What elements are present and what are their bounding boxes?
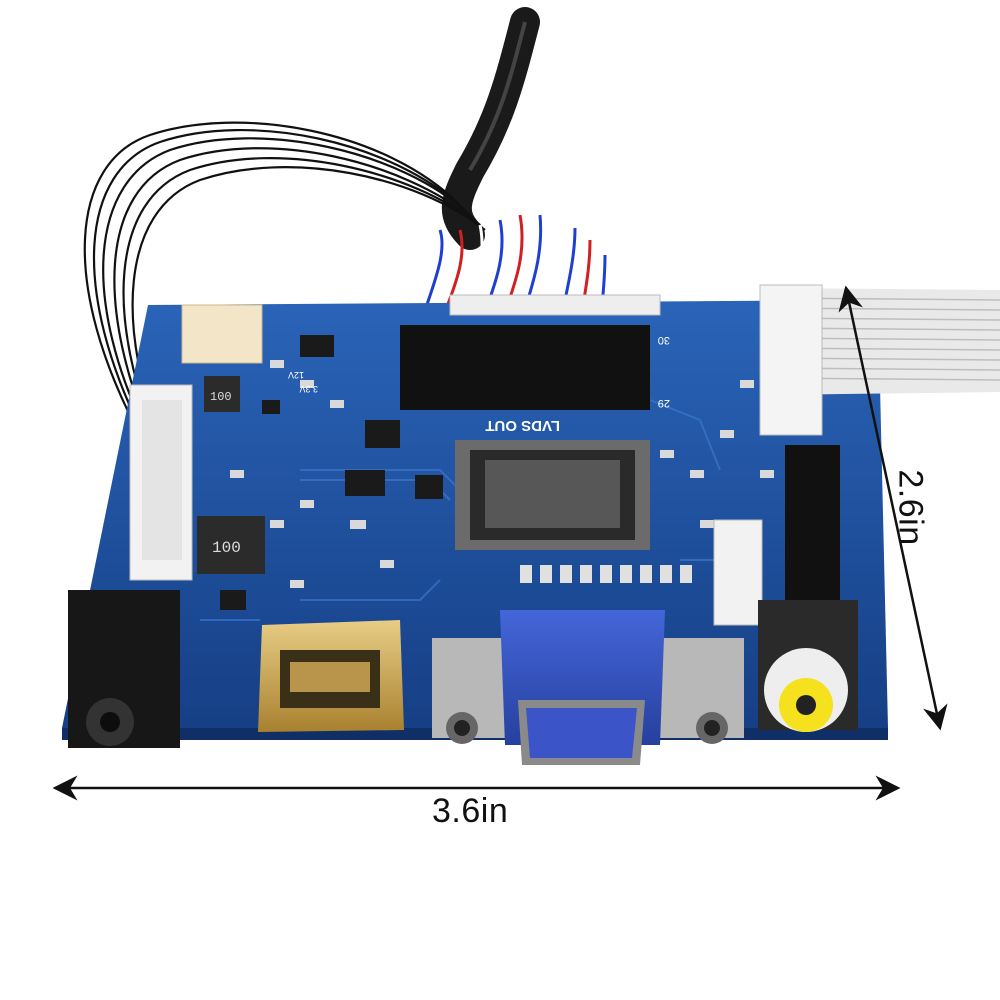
height-label: 2.6in — [891, 469, 930, 546]
vga-port — [432, 610, 744, 765]
voltage-33v: 3.3V — [299, 384, 318, 394]
width-label: 3.6in — [432, 792, 509, 830]
inductor-large: 100 — [197, 516, 265, 574]
jst-connector — [713, 519, 763, 626]
lvds-label: LVDS OUT — [485, 417, 560, 434]
wire-loop — [83, 121, 486, 451]
power-header — [181, 304, 263, 364]
pin-label-29: 29 — [658, 397, 670, 409]
voltage-12v: 12V — [288, 370, 304, 380]
pin-label-30: 30 — [658, 334, 670, 346]
svg-text:100: 100 — [212, 539, 241, 557]
inductor-small: 100 — [204, 376, 240, 412]
lvds-header — [400, 294, 661, 410]
hdmi-port — [258, 620, 404, 732]
dc-jack — [68, 590, 180, 748]
main-chip — [455, 440, 650, 550]
height-arrow — [838, 285, 948, 731]
pin-header — [785, 445, 840, 605]
smd-components — [230, 360, 774, 588]
black-cable — [441, 7, 540, 250]
rca-jack — [758, 600, 858, 732]
left-connector — [129, 384, 193, 581]
svg-text:100: 100 — [210, 390, 232, 404]
